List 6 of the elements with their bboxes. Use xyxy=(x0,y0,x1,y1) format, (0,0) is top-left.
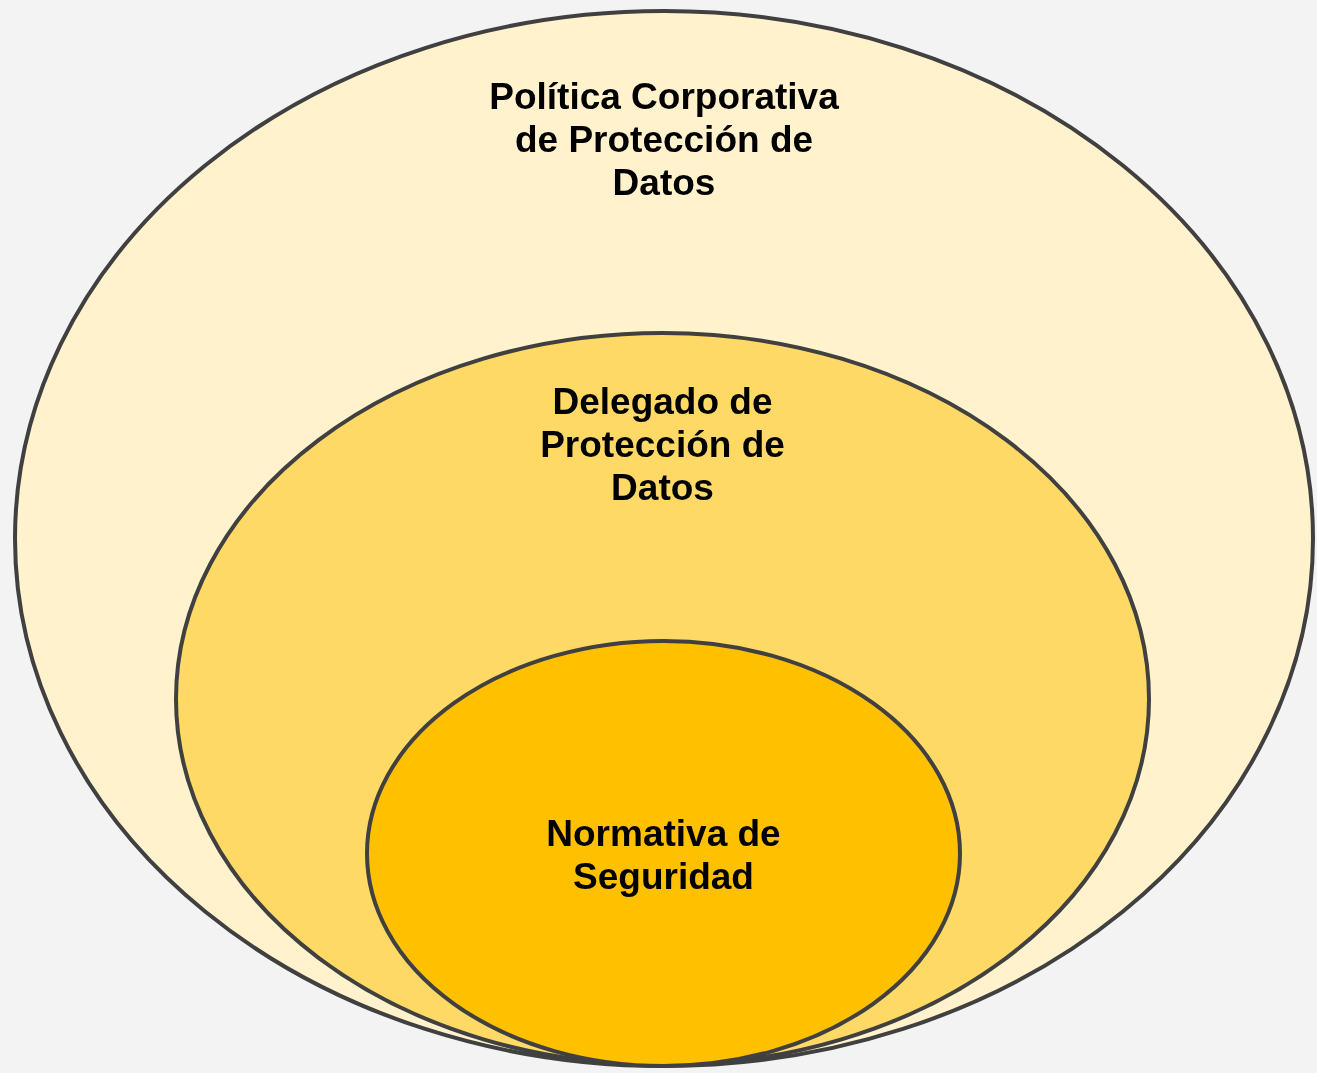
scope-ellipse xyxy=(365,639,962,1068)
ellipse-label: Política Corporativa de Protección de Datos xyxy=(488,75,840,204)
scope-ellipse xyxy=(13,9,1315,1068)
ellipse-label: Delegado de Protección de Datos xyxy=(539,380,786,509)
ellipse-label: Normativa de Seguridad xyxy=(545,812,782,898)
scope-ellipse xyxy=(174,331,1151,1067)
